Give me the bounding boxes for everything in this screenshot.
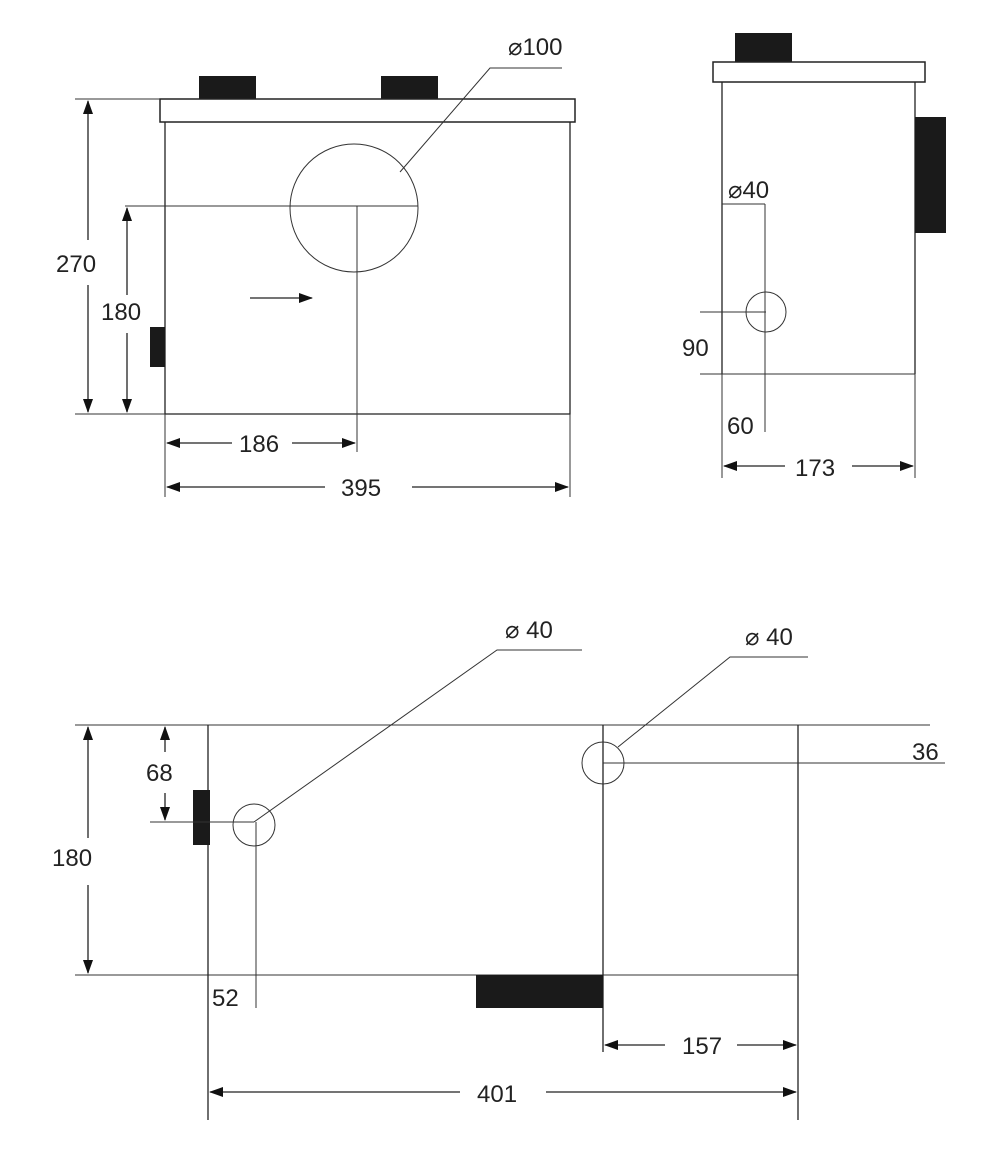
diameter-leader-line (617, 656, 808, 748)
left-inlet-block (193, 790, 210, 845)
right-pipe-from-top: 36 (912, 739, 939, 766)
top-width-total: 401 (477, 1081, 517, 1108)
front-inlet-height: 180 (101, 299, 141, 326)
front-width-total: 395 (341, 475, 381, 502)
main-outlet-circle (289, 143, 419, 273)
diameter-leader-line (253, 649, 582, 823)
side-inlet (150, 327, 165, 367)
top-outlet-left (199, 76, 256, 99)
right-pipe-diameter: ⌀ 40 (745, 624, 793, 651)
top-outlet-right (381, 76, 438, 99)
top-depth-total: 180 (52, 845, 92, 872)
side-pipe-offset: 60 (727, 413, 754, 440)
side-body-outline (721, 82, 916, 374)
front-height-total: 270 (56, 251, 96, 278)
left-pipe-from-top: 68 (146, 760, 173, 787)
left-pipe-diameter: ⌀ 40 (505, 617, 553, 644)
front-view: ⌀100 270 180 186 395 (56, 34, 576, 502)
diameter-leader-line (399, 67, 562, 173)
side-top-outlet (735, 33, 792, 62)
lid-plate (159, 98, 576, 123)
left-pipe-offset: 52 (212, 985, 239, 1012)
left-pipe-circle (232, 803, 276, 847)
side-depth-total: 173 (795, 455, 835, 482)
side-view: ⌀40 90 60 173 (682, 33, 946, 482)
top-view: ⌀ 40 ⌀ 40 36 52 68 180 157 401 (52, 617, 945, 1120)
front-pipe-diameter: ⌀100 (508, 34, 563, 61)
side-pipe-height: 90 (682, 335, 709, 362)
side-pipe-diameter: ⌀40 (728, 177, 769, 204)
bottom-outlet-block (476, 975, 603, 1008)
right-section-width: 157 (682, 1033, 722, 1060)
front-offset-width: 186 (239, 431, 279, 458)
side-lid-plate (712, 61, 926, 83)
side-rear-block (915, 117, 946, 233)
body-outline (164, 122, 571, 415)
